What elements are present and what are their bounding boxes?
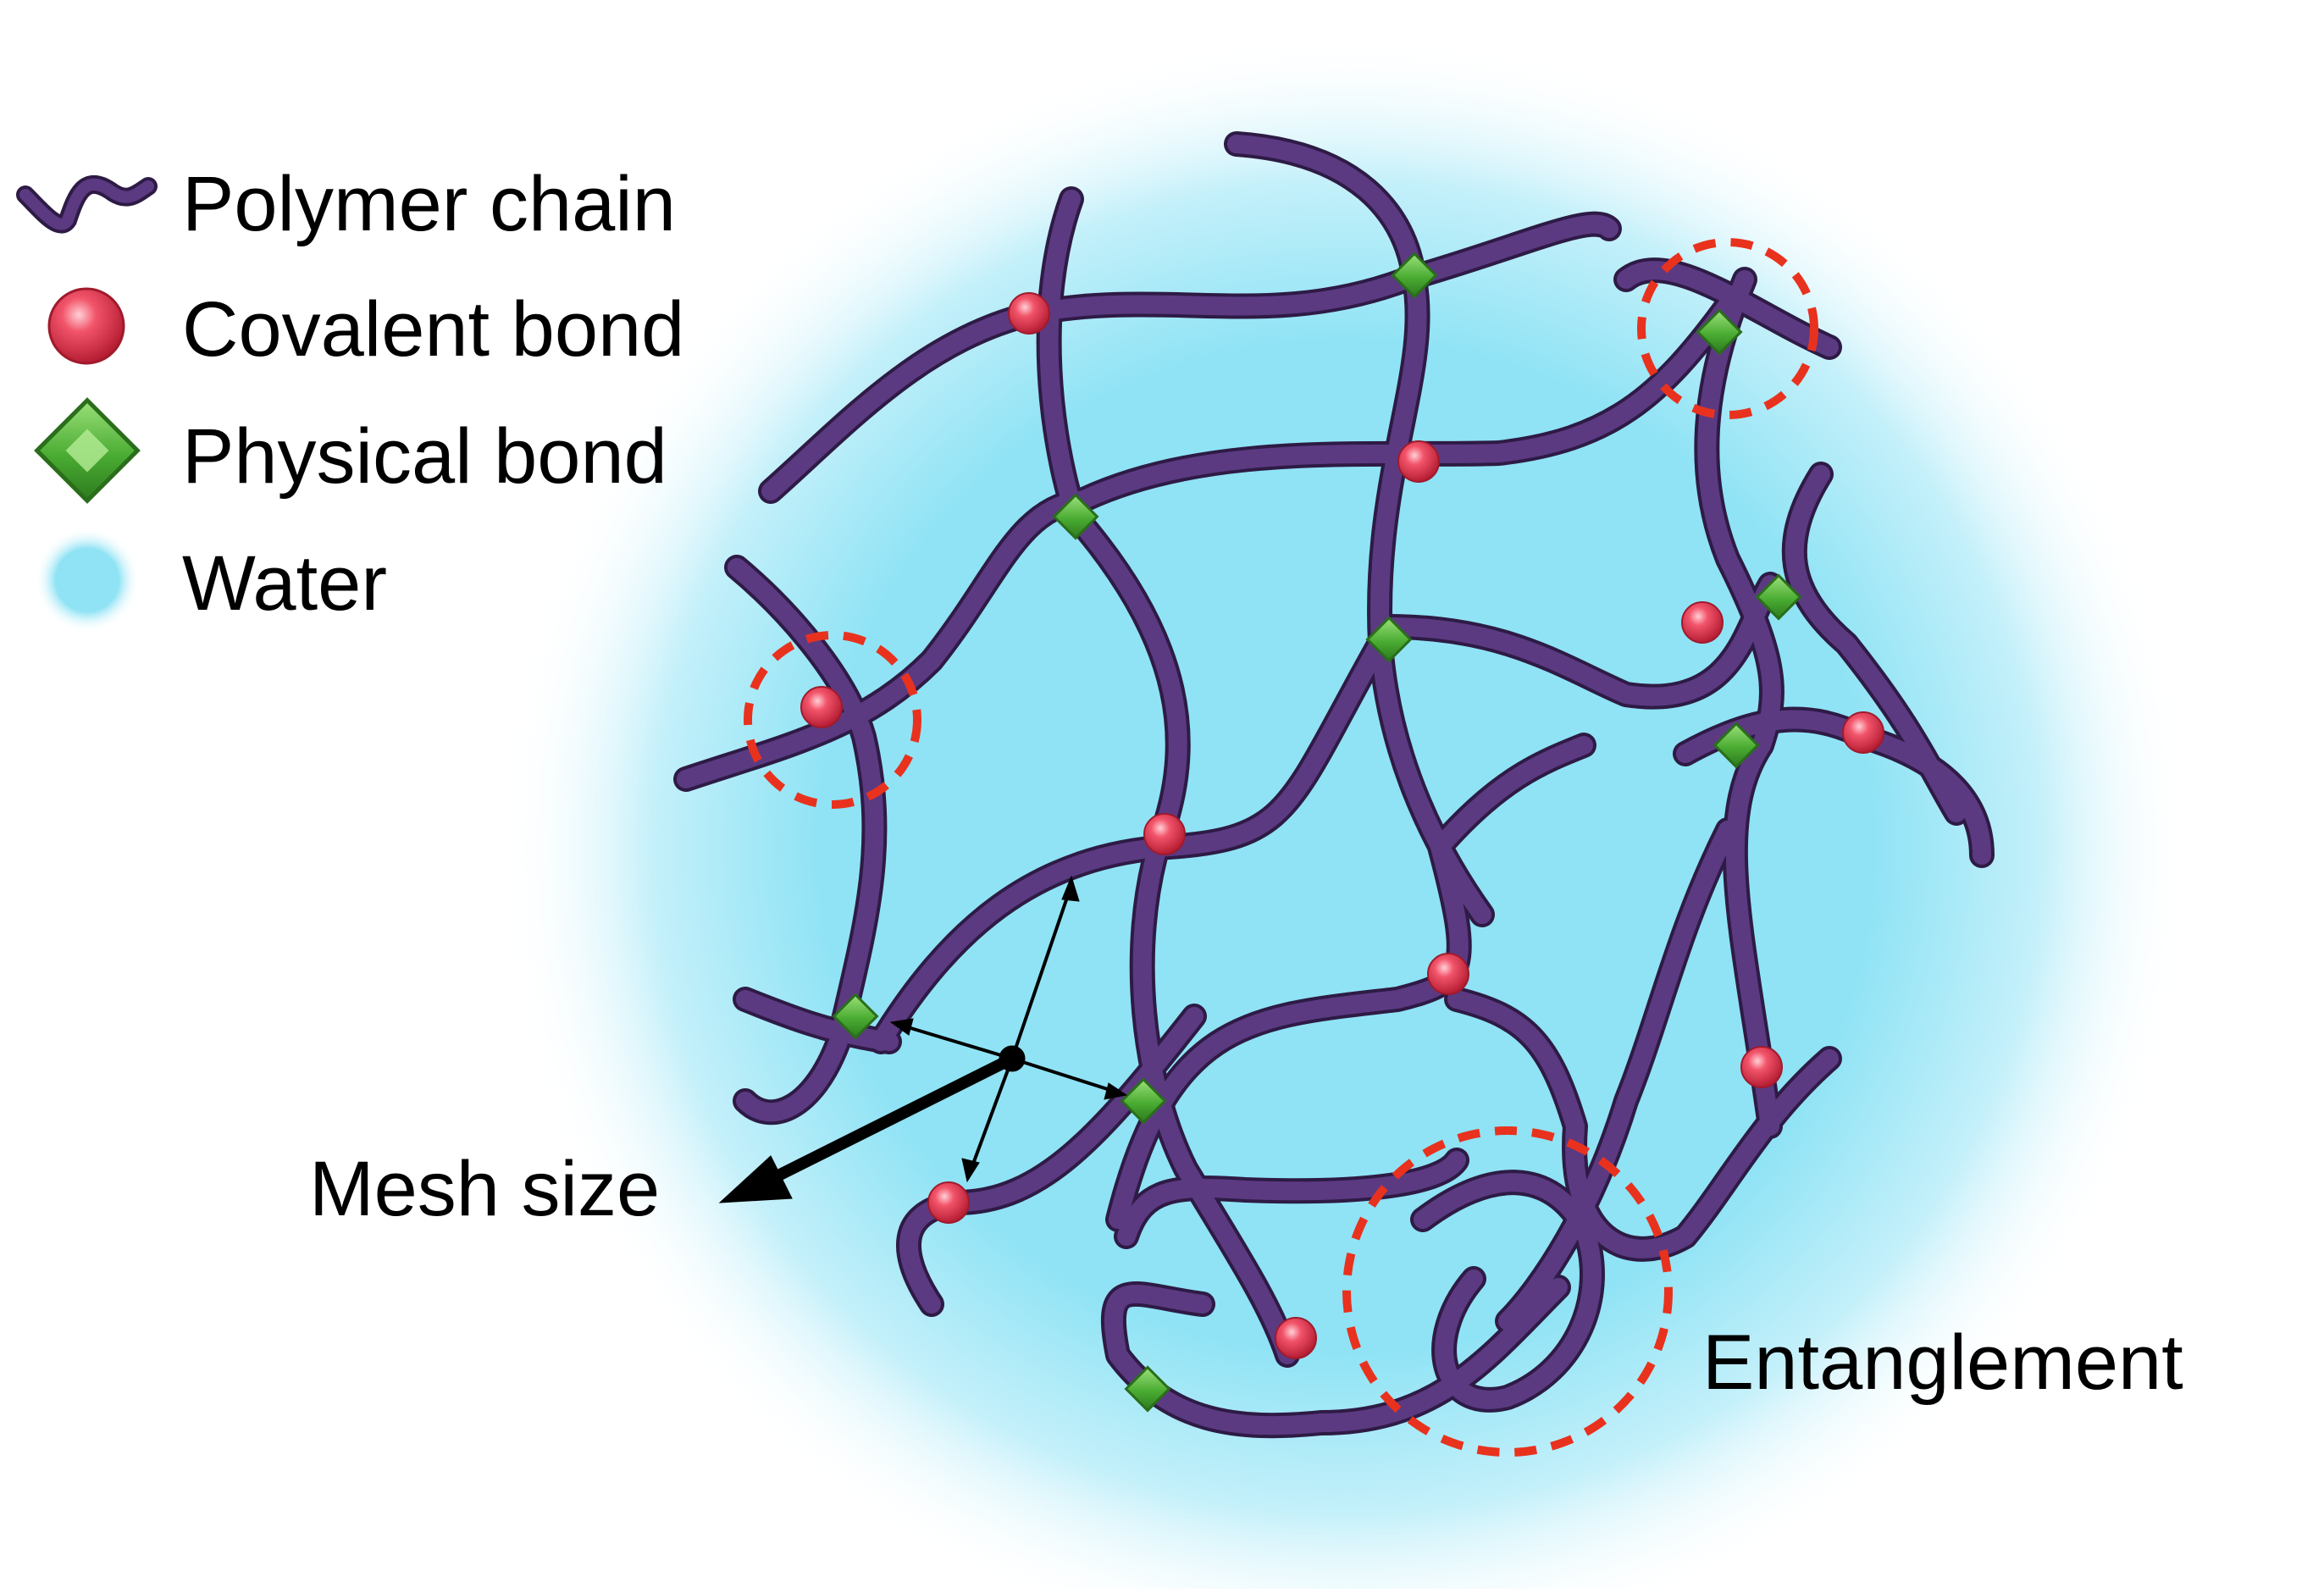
- water-icon: [35, 528, 140, 633]
- legend-item-physical: Physical bond: [37, 401, 667, 501]
- legend-item-polymer: Polymer chain: [25, 161, 676, 247]
- entanglement-label: Entanglement: [1702, 1319, 2183, 1406]
- mesh-size-label: Mesh size: [309, 1146, 660, 1232]
- covalent-bond-icon: [49, 289, 124, 363]
- legend-label-covalent: Covalent bond: [182, 286, 684, 373]
- legend-item-water: Water: [35, 528, 387, 633]
- legend-label-water: Water: [182, 540, 387, 627]
- polymer-chain-icon: [25, 185, 148, 224]
- physical-bond-icon: [37, 401, 138, 501]
- legend-label-polymer: Polymer chain: [182, 161, 676, 247]
- legend-item-covalent: Covalent bond: [49, 286, 684, 373]
- legend-label-physical: Physical bond: [182, 413, 667, 500]
